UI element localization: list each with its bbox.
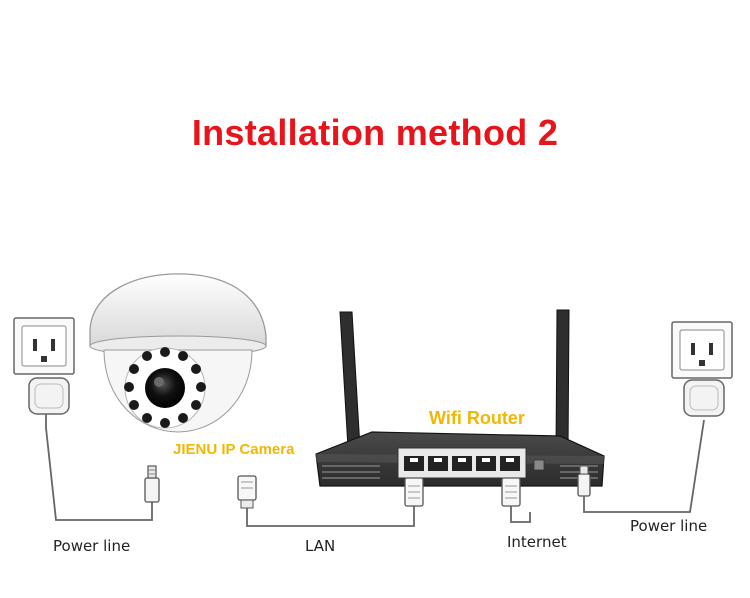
lan-cable [246, 506, 415, 527]
wifi-router-icon [315, 309, 605, 487]
power-line-label-left: Power line [53, 537, 131, 555]
power-adapter-icon-left [28, 377, 70, 415]
dc-plug-icon-router [577, 465, 591, 497]
wall-socket-icon-right [671, 321, 733, 379]
rj45-plug-icon-internet [501, 477, 521, 507]
rj45-plug-icon-camera [237, 475, 257, 509]
power-cable-left [45, 414, 153, 521]
camera-label: JIENU IP Camera [173, 441, 295, 458]
dc-plug-icon [144, 465, 160, 503]
power-cable-right [583, 419, 705, 513]
power-adapter-icon-right [683, 379, 725, 417]
diagram-title: Installation method 2 [191, 112, 559, 153]
lan-label: LAN [305, 537, 336, 555]
internet-cable [510, 506, 531, 523]
dome-camera-icon [89, 273, 267, 433]
wall-socket-icon-left [13, 317, 75, 375]
power-line-label-right: Power line [630, 517, 708, 535]
rj45-plug-icon-lan [404, 477, 424, 507]
internet-label: Internet [507, 533, 567, 551]
router-label: Wifi Router [429, 408, 525, 428]
